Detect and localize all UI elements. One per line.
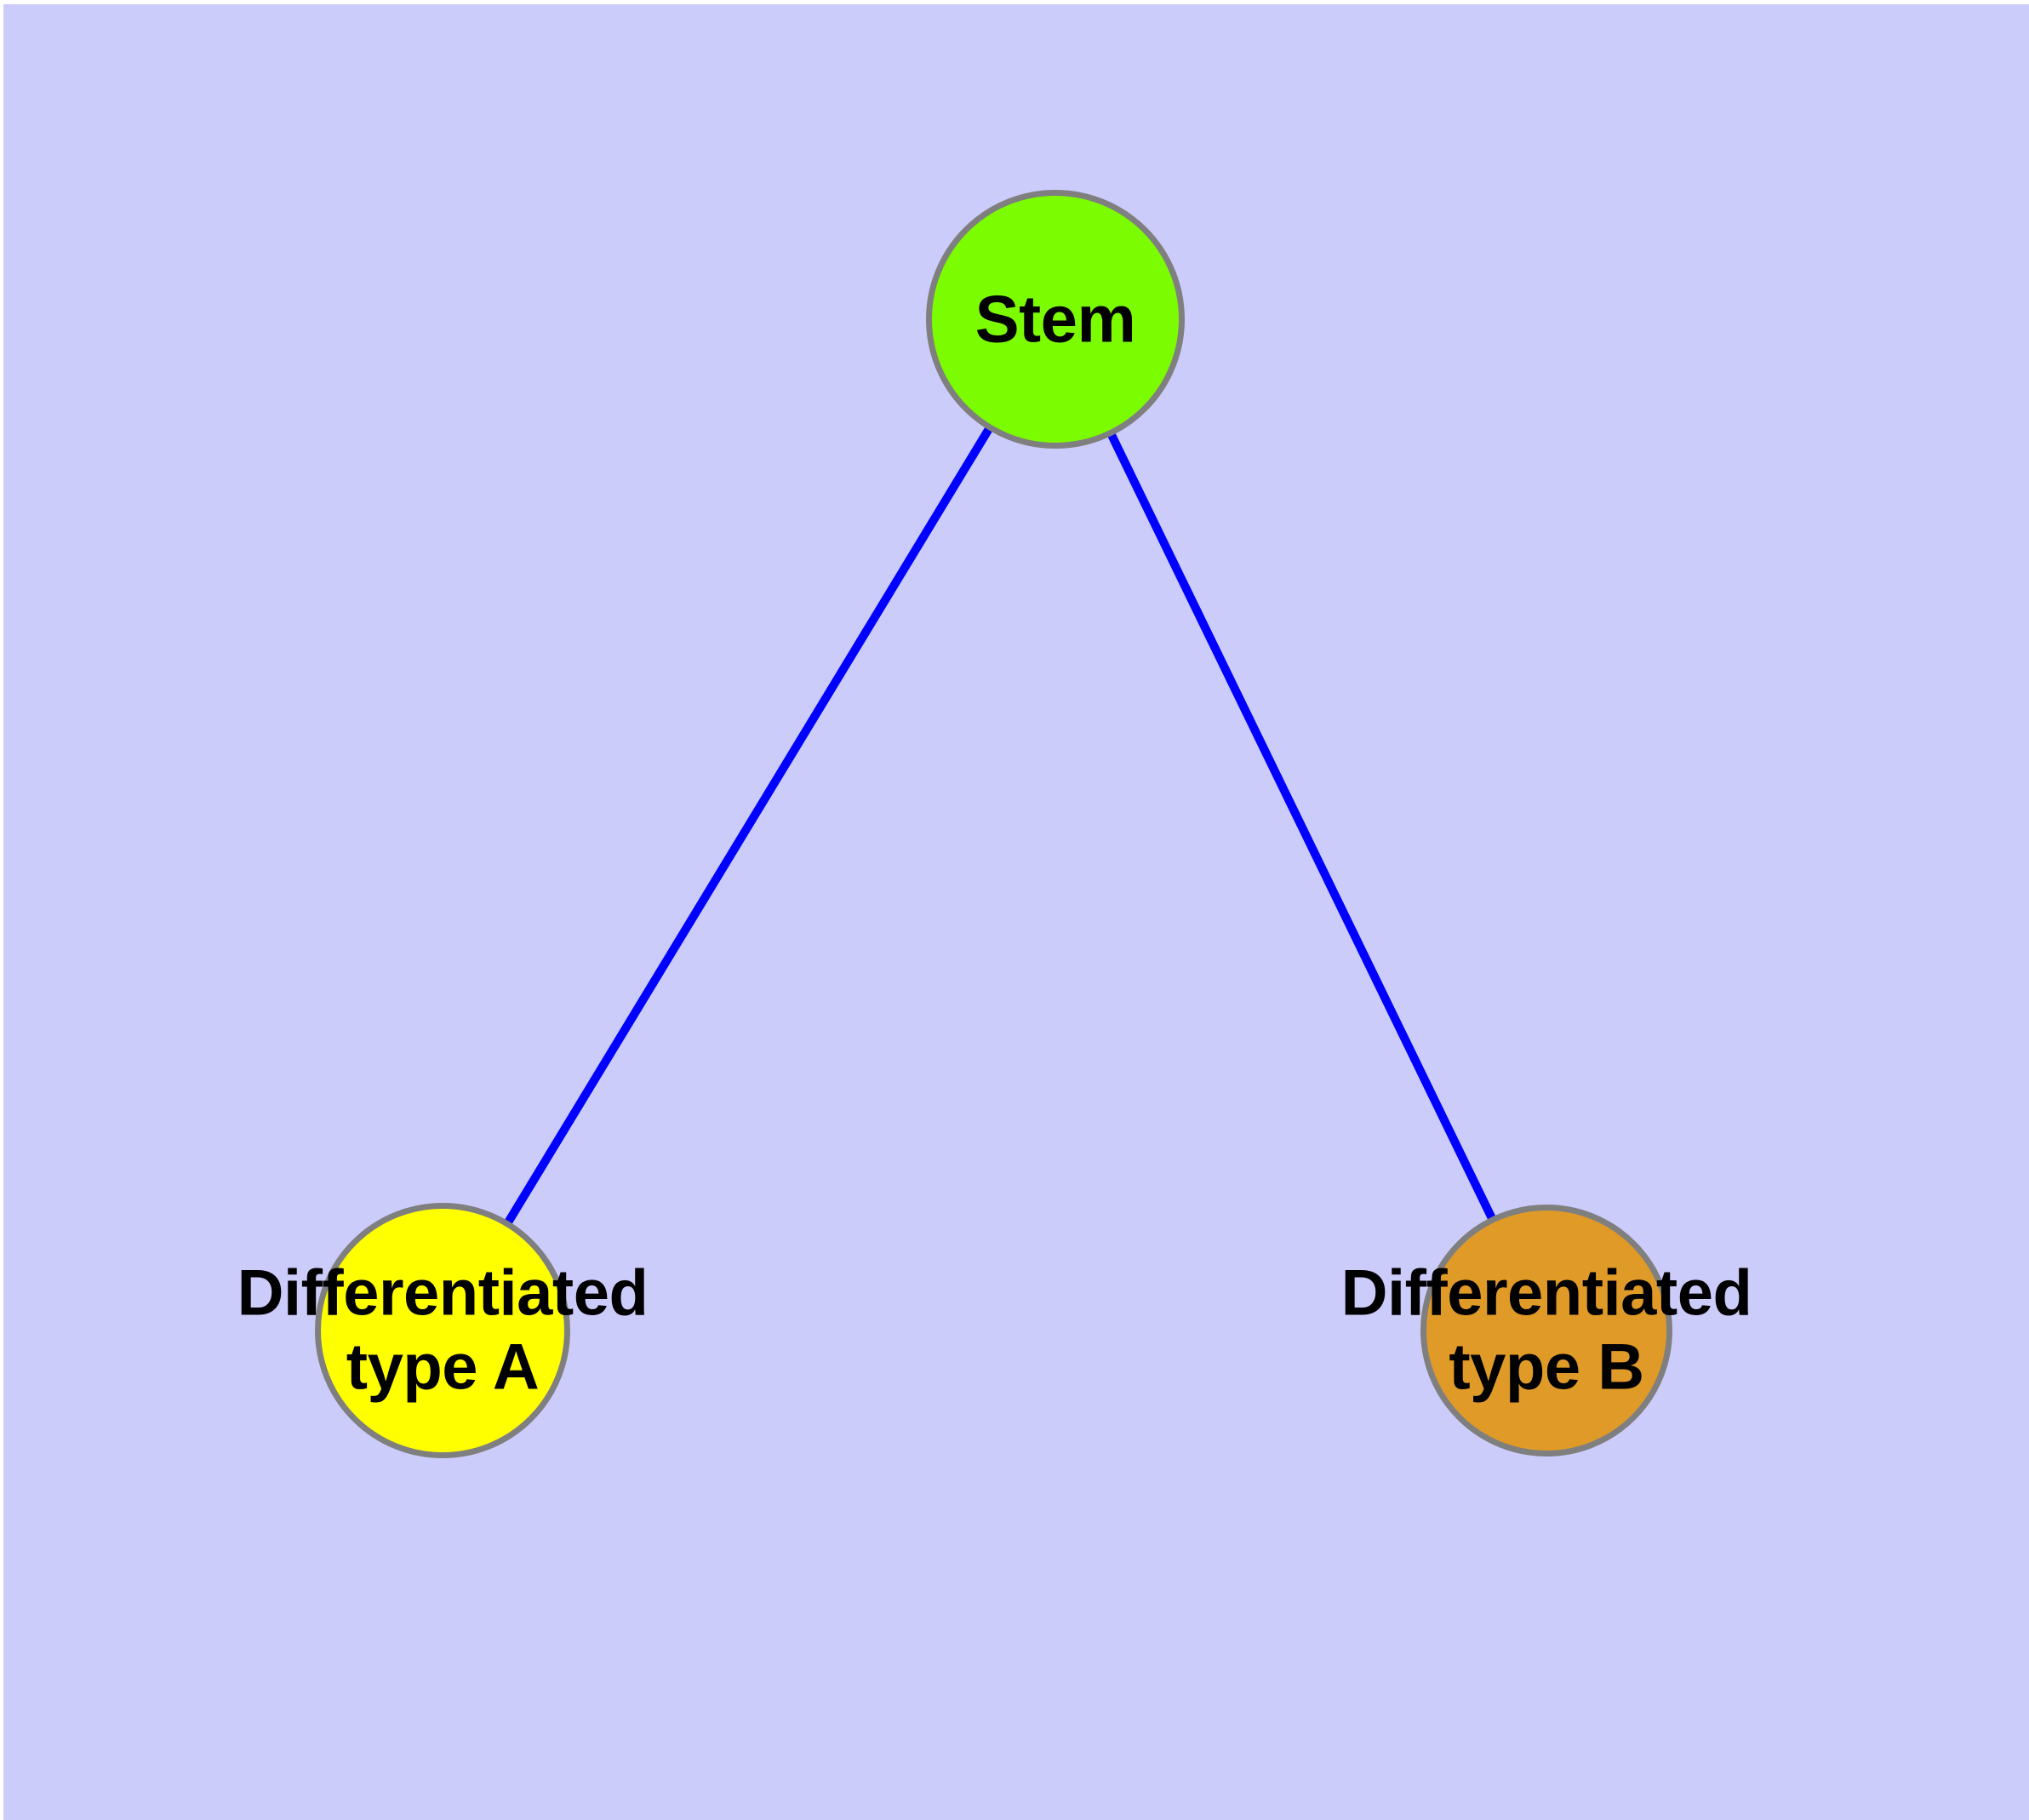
edge-stem-to-differentiated-b[interactable]: [1051, 317, 1551, 1333]
node-differentiated-type-a[interactable]: [315, 1203, 570, 1458]
node-layer: [315, 190, 1672, 1458]
edge-stem-to-differentiated-a[interactable]: [438, 317, 1060, 1333]
edge-layer: [438, 317, 1551, 1333]
node-stem[interactable]: [926, 190, 1185, 449]
node-differentiated-type-b[interactable]: [1420, 1205, 1672, 1457]
